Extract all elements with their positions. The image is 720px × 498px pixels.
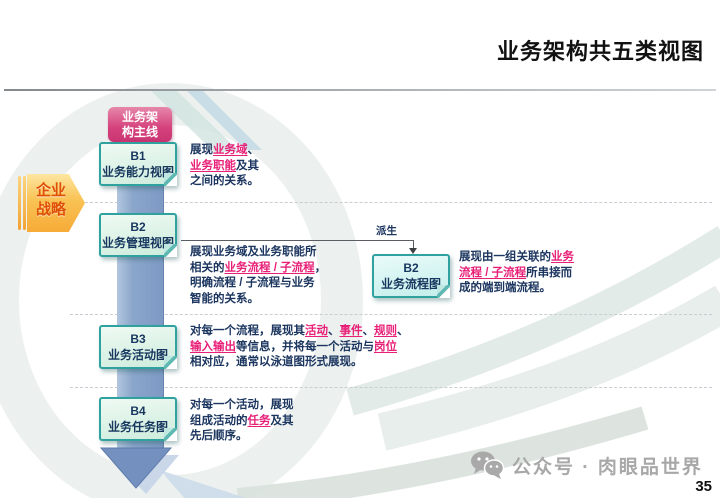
title-divider [4,89,716,91]
node-b2-flow-id: B2 [403,261,419,275]
node-b2-box: B2 业务管理视图 [99,213,177,257]
mainline-header: 业务架 构主线 [108,107,172,142]
strategy-arrow-stripe [23,176,26,230]
flow-arrowhead [99,447,179,494]
node-b1-box: B1 业务能力视图 [99,142,177,186]
node-b1-name: 业务能力视图 [101,165,174,179]
node-b3-name: 业务活动图 [107,348,168,362]
node-b2-id: B2 [130,220,146,234]
node-b1-description: 展现业务域、业务职能及其之间的关系。 [190,144,259,187]
derive-label: 派生 [376,225,397,237]
section-divider-2 [70,314,712,315]
node-b2-flow-name: 业务流程图 [380,277,441,291]
page-number: 35 [695,478,712,495]
watermark-text: 公众号 · 肉眼品世界 [512,456,703,478]
node-b2-flow-description: 展现由一组关联的业务流程 / 子流程所串接而成的端到端流程。 [459,251,574,294]
page-title: 业务架构共五类视图 [496,39,704,64]
node-b1-id: B1 [130,149,146,163]
node-b3-box: B3 业务活动图 [99,325,177,369]
node-b4-box: B4 业务任务图 [99,397,177,441]
derive-connector-line [413,240,414,249]
node-b4-name: 业务任务图 [107,420,168,434]
section-divider-1 [70,202,712,203]
node-b4-description: 对每一个活动，展现组成活动的任务及其先后顺序。 [190,399,294,442]
node-b2-description: 展现业务域及业务职能所相关的业务流程 / 子流程，明确流程 / 子流程与业务智能… [190,246,327,305]
node-b2-name: 业务管理视图 [101,236,174,250]
derive-connector-line [181,240,413,241]
watermark: 公众号 · 肉眼品世界 [470,451,703,479]
strategy-arrow-stripe [18,176,21,230]
strategy-label: 企业 战略 [35,182,66,218]
node-b3-id: B3 [130,332,146,346]
derive-connector-arrowhead-icon [409,248,417,254]
wechat-icon [471,451,504,479]
node-b4-id: B4 [130,404,146,418]
node-b2-flow-box: B2 业务流程图 [372,254,450,298]
node-b3-description: 对每一个流程，展现其活动、事件、规则、输入输出等信息，并将每一个活动与岗位相对应… [190,325,409,368]
section-divider-3 [70,387,712,388]
